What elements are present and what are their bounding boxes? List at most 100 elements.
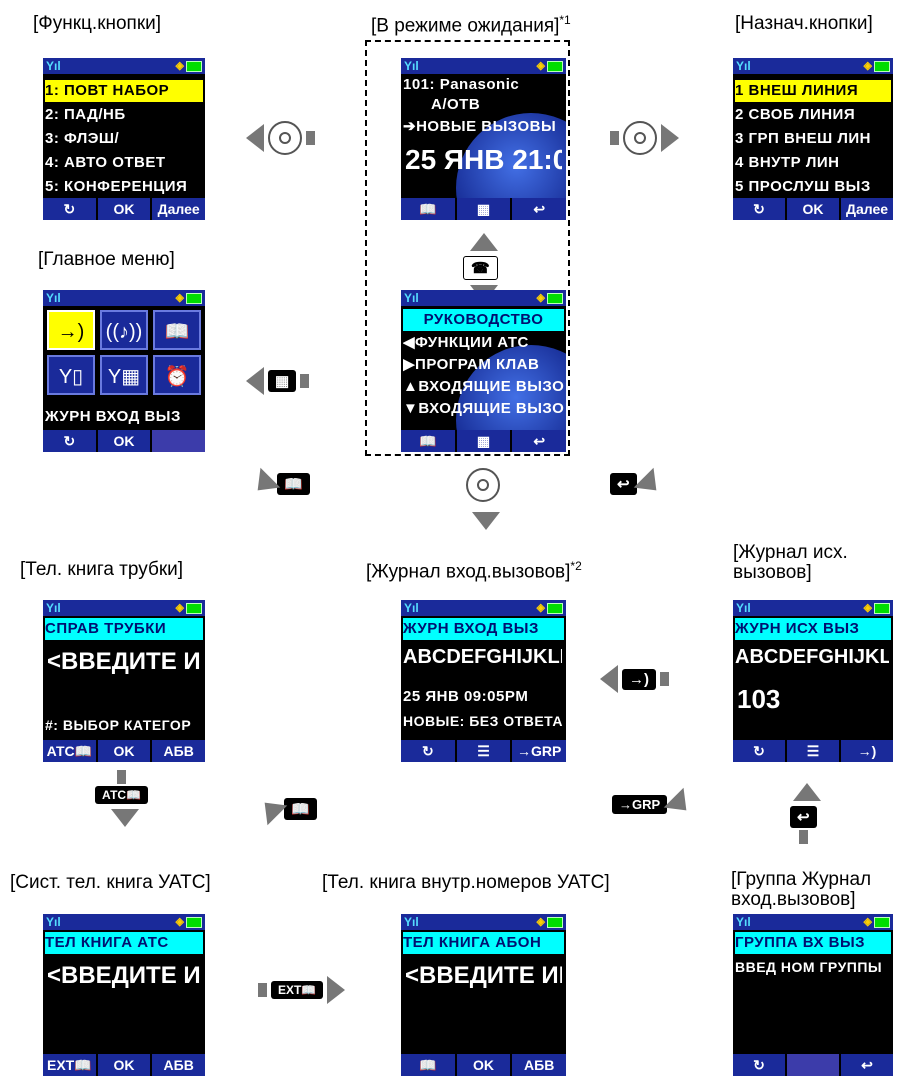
flow-group-to-outgoing: ↩ [790, 778, 817, 846]
soft-back[interactable]: ↩ [512, 198, 566, 220]
soft-back[interactable]: ↻ [733, 740, 785, 762]
soft-call[interactable]: →) [841, 740, 893, 762]
call-key-icon: →) [622, 669, 656, 690]
guide-row-2[interactable]: ▶ПРОГРАМ КЛАВ [403, 354, 564, 376]
flow-to-func [246, 121, 315, 155]
inlog-title: ЖУРН ВХОД ВЫЗ [403, 618, 564, 640]
soft-book[interactable]: 📖 [401, 198, 455, 220]
func-row-3[interactable]: 3: ФЛЭШ/ [45, 128, 203, 150]
soft-back[interactable]: ↩ [512, 430, 566, 452]
soft-back[interactable]: ↻ [733, 198, 785, 220]
signal-icon: Yıl [736, 601, 751, 615]
soft-menu[interactable]: ▦ [457, 430, 511, 452]
screen-system-phonebook: Yıl◈ ТЕЛ КНИГА АТС <ВВЕДИТЕ ИМЯ> EXT📖OKА… [43, 914, 205, 1076]
soft-abc[interactable]: АБВ [152, 1054, 205, 1076]
menu-ringer-icon[interactable]: ((♪)) [100, 310, 148, 350]
nav-battery-icon: ◈ [176, 291, 202, 304]
screen-standby: Yıl◈ 101: Panasonic А/ОТВ ➔НОВЫЕ ВЫЗОВЫ … [401, 58, 566, 220]
menu-book-icon[interactable]: 📖 [153, 310, 201, 350]
nav-battery-icon: ◈ [864, 601, 890, 614]
soft-menu[interactable]: ▦ [457, 198, 511, 220]
screen-incoming-log: Yıl◈ ЖУРН ВХОД ВЫЗ ABCDEFGHIJKLMNOP 25 Я… [401, 600, 566, 762]
flow-to-system-pb: АТС📖 [95, 768, 148, 832]
guide-row-3[interactable]: ▲ВХОДЯЩИЕ ВЫЗОВЫ [403, 376, 564, 398]
func-row-4[interactable]: 4: АВТО ОТВЕТ [45, 152, 203, 174]
nav-key-icon [268, 121, 302, 155]
soft-return[interactable]: ↩ [841, 1054, 893, 1076]
signal-icon: Yıl [404, 291, 419, 305]
func-row-1[interactable]: 1: ПОВТ НАБОР [45, 80, 203, 102]
assign-row-1[interactable]: 1 ВНЕШ ЛИНИЯ [735, 80, 891, 102]
guide-row-1[interactable]: ◀ФУНКЦИИ АТС [403, 332, 564, 354]
assign-row-2[interactable]: 2 СВОБ ЛИНИЯ [735, 104, 891, 126]
soft-ok[interactable]: OK [98, 740, 151, 762]
caption-assign-keys: [Назнач.кнопки] [735, 14, 873, 34]
pb-hint: #: ВЫБОР КАТЕГОР [45, 714, 203, 736]
nav-battery-icon: ◈ [864, 915, 890, 928]
caption-system-phonebook: [Сист. тел. книга УАТС] [10, 873, 211, 893]
sys-title: ТЕЛ КНИГА АТС [45, 932, 203, 954]
nav-key-icon [623, 121, 657, 155]
flow-to-group-log: →GRP [612, 790, 689, 818]
soft-book[interactable]: 📖 [401, 1054, 455, 1076]
func-row-5[interactable]: 5: КОНФЕРЕНЦИЯ [45, 176, 203, 198]
menu-alarm-icon[interactable]: ⏰ [153, 355, 201, 395]
screen-main-menu: Yıl◈ →) ((♪)) 📖 Y▯ Y▦ ⏰ ЖУРН ВХОД ВЫЗ ↻O… [43, 290, 205, 452]
soft-grp[interactable]: →GRP [512, 740, 566, 762]
soft-list[interactable]: ☰ [457, 740, 511, 762]
assign-row-4[interactable]: 4 ВНУТР ЛИН [735, 152, 891, 174]
flow-outgoing-to-incoming: →) [600, 665, 669, 693]
caption-outgoing-log: [Журнал исх.вызовов] [733, 543, 848, 583]
outlog-name: ABCDEFGHIJKLMNOP [735, 646, 889, 669]
menu-settings-icon[interactable]: Y▯ [47, 355, 95, 395]
nav-battery-icon: ◈ [537, 915, 563, 928]
ext-prompt: <ВВЕДИТЕ ИМЯ> [405, 962, 562, 990]
pb-prompt: <ВВЕДИТЕ ИМЯ> [47, 648, 201, 676]
soft-ok[interactable]: OK [98, 1054, 151, 1076]
guide-row-4[interactable]: ▼ВХОДЯЩИЕ ВЫЗОВЫ [403, 398, 564, 420]
soft-abc[interactable]: АБВ [512, 1054, 566, 1076]
back-key-icon: ↩ [790, 806, 817, 828]
standby-line3: ➔НОВЫЕ ВЫЗОВЫ [403, 116, 564, 138]
soft-back[interactable]: ↻ [43, 198, 96, 220]
func-row-2[interactable]: 2: ПАД/НБ [45, 104, 203, 126]
nav-battery-icon: ◈ [864, 59, 890, 72]
caption-func-keys: [Функц.кнопки] [33, 14, 161, 34]
grp-key-icon: →GRP [612, 795, 667, 814]
soft-abc[interactable]: АБВ [152, 740, 205, 762]
screen-outgoing-log: Yıl◈ ЖУРН ИСХ ВЫЗ ABCDEFGHIJKLMNOP 103 ↻… [733, 600, 893, 762]
signal-icon: Yıl [404, 601, 419, 615]
soft-next[interactable]: Далее [152, 198, 205, 220]
signal-icon: Yıl [404, 915, 419, 929]
assign-row-5[interactable]: 5 ПРОСЛУШ ВЫЗ [735, 176, 891, 198]
assign-row-3[interactable]: 3 ГРП ВНЕШ ЛИН [735, 128, 891, 150]
menu-system-icon[interactable]: Y▦ [100, 355, 148, 395]
soft-book[interactable]: 📖 [401, 430, 455, 452]
signal-icon: Yıl [46, 59, 61, 73]
menu-calllog-icon[interactable]: →) [47, 310, 95, 350]
soft-list[interactable]: ☰ [787, 740, 839, 762]
soft-next[interactable]: Далее [841, 198, 893, 220]
soft-ok[interactable]: OK [98, 430, 151, 452]
screen-handset-phonebook: Yıl◈ СПРАВ ТРУБКИ <ВВЕДИТЕ ИМЯ> #: ВЫБОР… [43, 600, 205, 762]
soft-back[interactable]: ↻ [733, 1054, 785, 1076]
soft-ok[interactable]: OK [98, 198, 151, 220]
ext-key-icon: EXT📖 [271, 981, 323, 999]
menu-key-icon: ▦ [268, 370, 296, 392]
soft-ok[interactable]: OK [457, 1054, 511, 1076]
nav-battery-icon: ◈ [176, 601, 202, 614]
caption-handset-phonebook: [Тел. книга трубки] [20, 560, 183, 580]
soft-ok[interactable]: OK [787, 198, 839, 220]
nav-battery-icon: ◈ [537, 59, 563, 72]
signal-icon: Yıl [736, 915, 751, 929]
book-key-icon: 📖 [284, 798, 317, 820]
standby-line1: 101: Panasonic [403, 74, 564, 96]
signal-icon: Yıl [404, 59, 419, 73]
soft-back[interactable]: ↻ [43, 430, 96, 452]
atc-key-icon: АТС📖 [95, 786, 148, 804]
soft-ext[interactable]: EXT📖 [43, 1054, 96, 1076]
soft-atc[interactable]: АТС📖 [43, 740, 96, 762]
standby-line2: А/ОТВ [431, 94, 564, 116]
soft-back[interactable]: ↻ [401, 740, 455, 762]
